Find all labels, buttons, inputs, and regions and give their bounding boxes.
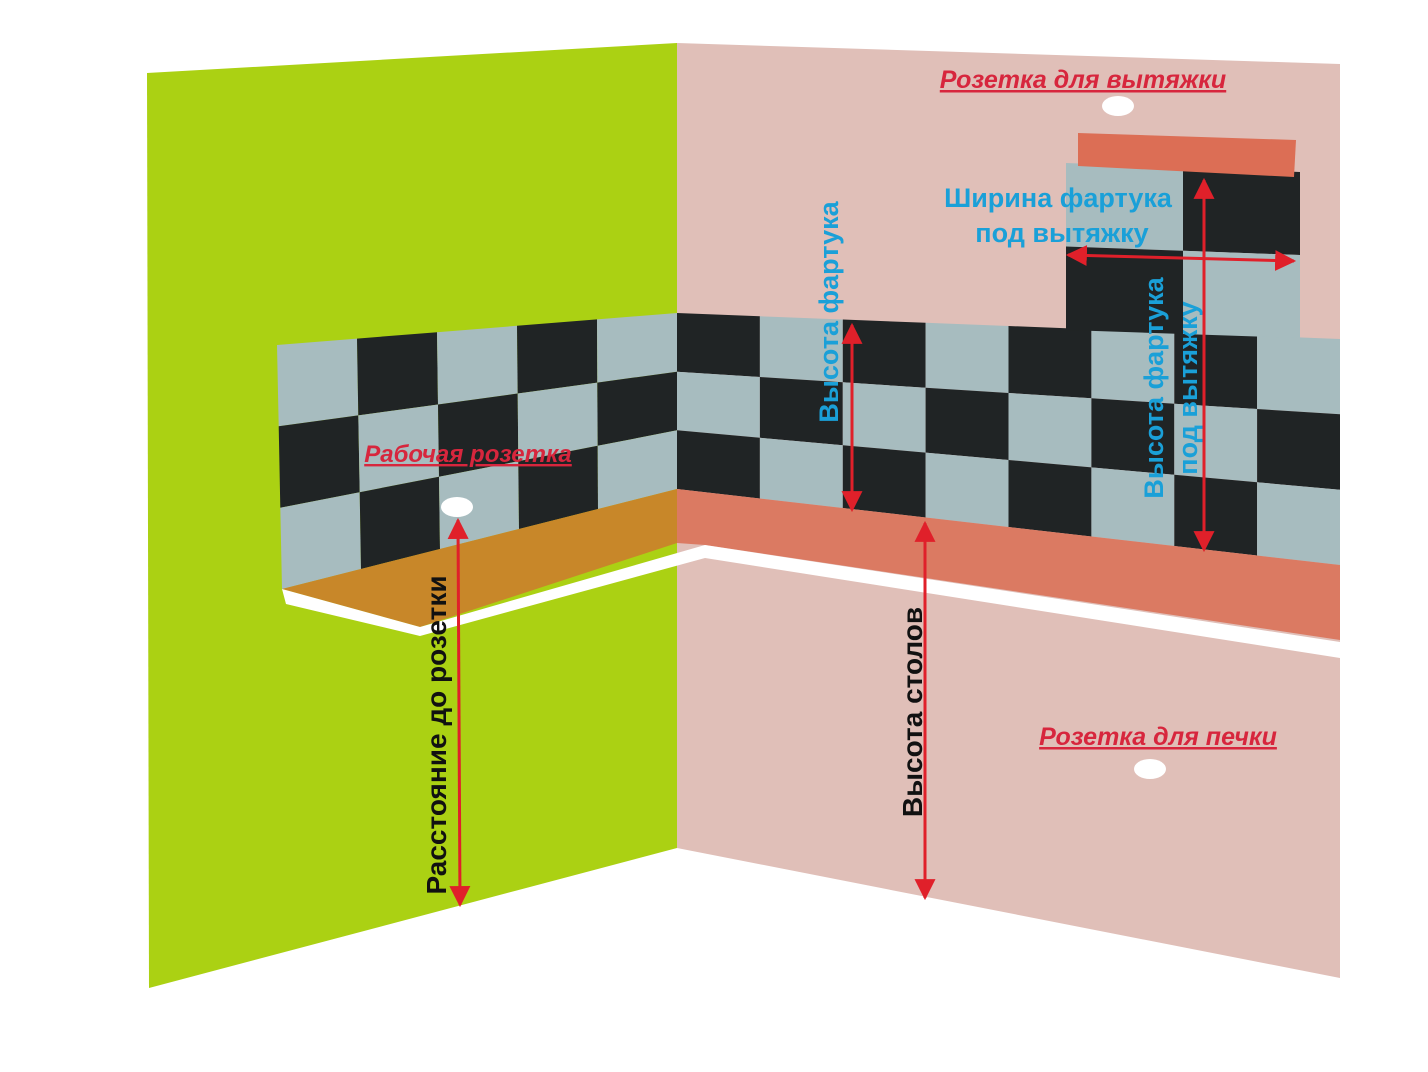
backsplash-tile bbox=[1257, 482, 1340, 565]
backsplash-tile bbox=[759, 437, 843, 508]
backsplash-tile bbox=[842, 382, 926, 453]
socket-distance-label: Расстояние до розетки bbox=[421, 575, 452, 894]
stove-socket bbox=[1134, 759, 1166, 779]
backsplash-tile bbox=[759, 377, 843, 446]
backsplash-tile bbox=[359, 476, 440, 569]
backsplash-tile bbox=[278, 415, 360, 508]
backsplash-tile bbox=[925, 387, 1009, 460]
work-socket-label: Рабочая розетка bbox=[364, 441, 572, 468]
backsplash-tile bbox=[1257, 409, 1340, 490]
backsplash-tile bbox=[1091, 398, 1175, 475]
backsplash-tile bbox=[517, 382, 598, 462]
backsplash-tile bbox=[1091, 467, 1175, 546]
stove-socket-label: Розетка для печки bbox=[1039, 723, 1277, 751]
backsplash-tile bbox=[597, 313, 677, 383]
socket-distance-arrow bbox=[447, 517, 471, 908]
backsplash-tile bbox=[677, 371, 760, 438]
backsplash-tile bbox=[677, 313, 760, 377]
backsplash-tile bbox=[925, 452, 1009, 527]
apron-height-hood-label-line2: под вытяжку bbox=[1173, 301, 1203, 474]
backsplash-tile bbox=[925, 322, 1009, 393]
backsplash-tile bbox=[1066, 163, 1183, 251]
countertop-edge bbox=[282, 545, 1340, 658]
backsplash-tile bbox=[677, 430, 760, 499]
work-socket bbox=[441, 497, 473, 517]
apron-width-hood-label-line1: Ширина фартука bbox=[944, 183, 1173, 213]
backsplash-tile bbox=[1183, 167, 1300, 255]
countertop-right bbox=[677, 489, 1340, 640]
counter-height-label: Высота столов bbox=[897, 607, 928, 817]
apron-height-label: Высота фартука bbox=[814, 200, 844, 422]
countertop-left bbox=[282, 489, 677, 627]
backsplash-tile bbox=[438, 393, 519, 477]
backsplash-tile bbox=[597, 430, 677, 509]
backsplash-tile bbox=[597, 371, 677, 446]
backsplash-tile bbox=[842, 319, 926, 388]
backsplash-tile bbox=[1008, 326, 1092, 399]
backsplash-tile bbox=[1008, 393, 1092, 468]
apron-width-hood-label-line2: под вытяжку bbox=[975, 218, 1148, 248]
backsplash-tile bbox=[842, 445, 926, 518]
backsplash-tile bbox=[280, 492, 361, 589]
backsplash-tile bbox=[1257, 335, 1340, 415]
backsplash-tile bbox=[518, 445, 598, 529]
backsplash-tile bbox=[517, 319, 598, 394]
backsplash-tile bbox=[1174, 474, 1258, 556]
hood-socket-label: Розетка для вытяжки bbox=[940, 66, 1226, 94]
backsplash-tile bbox=[759, 316, 843, 383]
hood-socket bbox=[1102, 96, 1134, 116]
backsplash-tile bbox=[277, 338, 359, 427]
range-hood bbox=[1078, 133, 1296, 177]
apron-height-hood-label-line1: Высота фартука bbox=[1139, 276, 1169, 498]
backsplash-tile bbox=[1091, 329, 1175, 404]
backsplash-tile bbox=[1008, 460, 1092, 537]
apron-width-hood-arrow bbox=[1065, 245, 1297, 271]
backsplash-tile bbox=[357, 332, 438, 416]
backsplash-tile bbox=[437, 325, 518, 405]
backsplash-tile bbox=[358, 404, 439, 493]
